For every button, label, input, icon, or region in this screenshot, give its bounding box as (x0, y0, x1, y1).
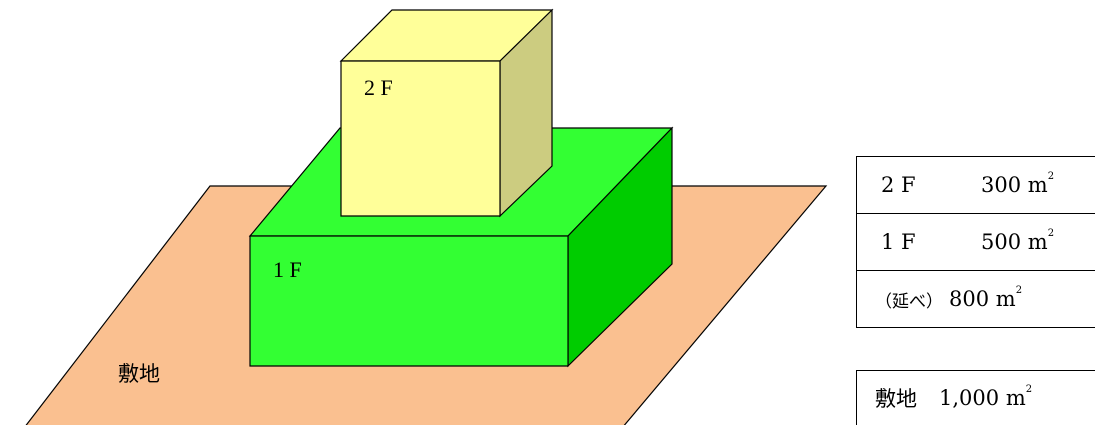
floor-name: 2 F (881, 173, 916, 197)
floor2-label: 2 F (364, 75, 393, 100)
floor2-front-face (340, 60, 501, 217)
floor-area-table: 2 F 300 m2 1 F 500 m2 （延べ） 800 m2 (856, 156, 1095, 328)
building-diagram: 2 F 1 F 敷地 (25, 8, 828, 425)
floor-area-value: 300 m2 (981, 171, 1055, 197)
floor-name: 1 F (881, 230, 916, 254)
site-area-label: 敷地 (875, 387, 917, 411)
floor-area-row-1f: 1 F 500 m2 (857, 214, 1095, 271)
total-label: （延べ） (875, 291, 943, 312)
site-area-table: 敷地 1,000 m2 (856, 370, 1095, 425)
total-area-value: 800 m2 (949, 285, 1023, 311)
site-label: 敷地 (118, 362, 160, 386)
floor-area-row-2f: 2 F 300 m2 (857, 157, 1095, 214)
floor1-label: 1 F (273, 257, 302, 282)
floor-area-row-total: （延べ） 800 m2 (857, 271, 1095, 328)
floor-area-value: 500 m2 (981, 228, 1055, 254)
site-area-value: 1,000 m2 (939, 384, 1033, 410)
floor1-front-face (249, 235, 569, 367)
